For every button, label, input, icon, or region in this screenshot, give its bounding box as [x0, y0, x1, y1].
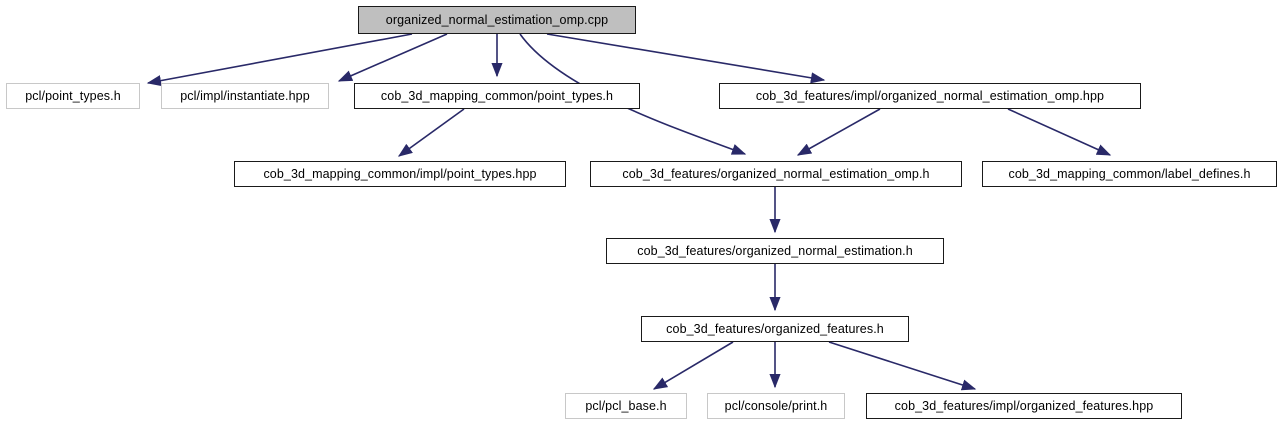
- graph-node-label: cob_3d_features/organized_features.h: [666, 321, 884, 336]
- graph-node-label: cob_3d_features/organized_normal_estimat…: [622, 166, 930, 181]
- graph-node-cob_features_one[interactable]: cob_3d_features/organized_normal_estimat…: [606, 238, 944, 264]
- graph-node-pcl_pcl_base[interactable]: pcl/pcl_base.h: [565, 393, 687, 419]
- graph-node-cob_common_point_types[interactable]: cob_3d_mapping_common/point_types.h: [354, 83, 640, 109]
- graph-node-pcl_point_types[interactable]: pcl/point_types.h: [6, 83, 140, 109]
- graph-edge-root-to-cob_features_impl_one: [546, 33, 826, 84]
- graph-node-cob_common_label_defines[interactable]: cob_3d_mapping_common/label_defines.h: [982, 161, 1277, 187]
- graph-node-label: cob_3d_mapping_common/point_types.h: [380, 88, 614, 103]
- graph-node-label: cob_3d_features/impl/organized_normal_es…: [755, 88, 1105, 103]
- graph-node-label: pcl/pcl_base.h: [585, 398, 667, 413]
- graph-edge-cob_features_impl_one-to-cob_common_label_defines: [1007, 108, 1112, 156]
- graph-edge-cob_features_impl_one-to-cob_features_one_h: [796, 108, 881, 156]
- graph-node-cob_features_organized_features[interactable]: cob_3d_features/organized_features.h: [641, 316, 909, 342]
- graph-node-pcl_impl_instantiate[interactable]: pcl/impl/instantiate.hpp: [161, 83, 329, 109]
- graph-node-cob_features_impl_one[interactable]: cob_3d_features/impl/organized_normal_es…: [719, 83, 1141, 109]
- graph-node-root[interactable]: organized_normal_estimation_omp.cpp: [358, 6, 636, 34]
- graph-edge-root-to-pcl_point_types: [146, 33, 413, 87]
- graph-edge-cob_common_point_types-to-cob_common_impl_point_types: [397, 108, 465, 157]
- graph-node-cob_common_impl_point_types[interactable]: cob_3d_mapping_common/impl/point_types.h…: [234, 161, 566, 187]
- graph-node-pcl_console_print[interactable]: pcl/console/print.h: [707, 393, 845, 419]
- graph-node-label: pcl/console/print.h: [724, 398, 828, 413]
- graph-edge-cob_features_organized_features-to-cob_features_impl_organized_features: [828, 341, 977, 391]
- graph-node-cob_features_one_h[interactable]: cob_3d_features/organized_normal_estimat…: [590, 161, 962, 187]
- graph-node-label: pcl/point_types.h: [25, 88, 121, 103]
- graph-node-label: cob_3d_mapping_common/label_defines.h: [1008, 166, 1251, 181]
- graph-node-label: pcl/impl/instantiate.hpp: [180, 88, 310, 103]
- graph-node-label: cob_3d_features/organized_normal_estimat…: [637, 243, 913, 258]
- graph-node-cob_features_impl_organized_features[interactable]: cob_3d_features/impl/organized_features.…: [866, 393, 1182, 419]
- graph-edge-cob_features_organized_features-to-pcl_pcl_base: [652, 341, 734, 390]
- graph-node-label: cob_3d_features/impl/organized_features.…: [894, 398, 1154, 413]
- graph-edge-root-to-pcl_impl_instantiate: [337, 33, 448, 82]
- graph-node-label: organized_normal_estimation_omp.cpp: [385, 12, 609, 27]
- graph-node-label: cob_3d_mapping_common/impl/point_types.h…: [263, 166, 537, 181]
